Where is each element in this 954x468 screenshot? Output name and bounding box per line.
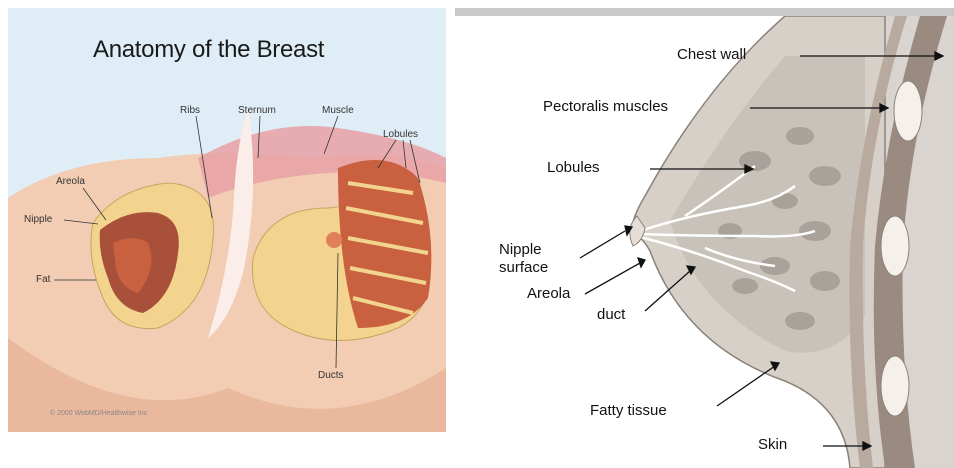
label-nipple-surface-line1: Nipple [499, 241, 542, 258]
label-skin: Skin [758, 436, 787, 453]
diagram-title: Anatomy of the Breast [93, 36, 324, 64]
label-nipple-surface-line2: surface [499, 259, 548, 276]
label-sternum: Sternum [238, 105, 276, 116]
label-chest-wall: Chest wall [677, 46, 746, 63]
label-pectoralis-muscles: Pectoralis muscles [543, 98, 668, 115]
label-ribs: Ribs [180, 105, 200, 116]
label-fat: Fat [36, 274, 50, 285]
label-fatty-tissue: Fatty tissue [590, 402, 667, 419]
label-areola: Areola [56, 176, 85, 187]
left-breast-drawing [8, 8, 446, 432]
label-muscle: Muscle [322, 105, 354, 116]
label-duct: duct [597, 306, 625, 323]
label-nipple: Nipple [24, 214, 52, 225]
right-cross-section-panel: Chest wall Pectoralis muscles Lobules Ni… [455, 8, 954, 468]
label-lobules: Lobules [547, 159, 600, 176]
label-areola: Areola [527, 285, 570, 302]
left-illustration-panel: Anatomy of the Breast Ribs Sternum Muscl… [8, 8, 446, 432]
label-lobules: Lobules [383, 129, 418, 140]
copyright-note: © 2000 WebMD/Healthwise Inc [50, 410, 147, 417]
label-ducts: Ducts [318, 370, 344, 381]
